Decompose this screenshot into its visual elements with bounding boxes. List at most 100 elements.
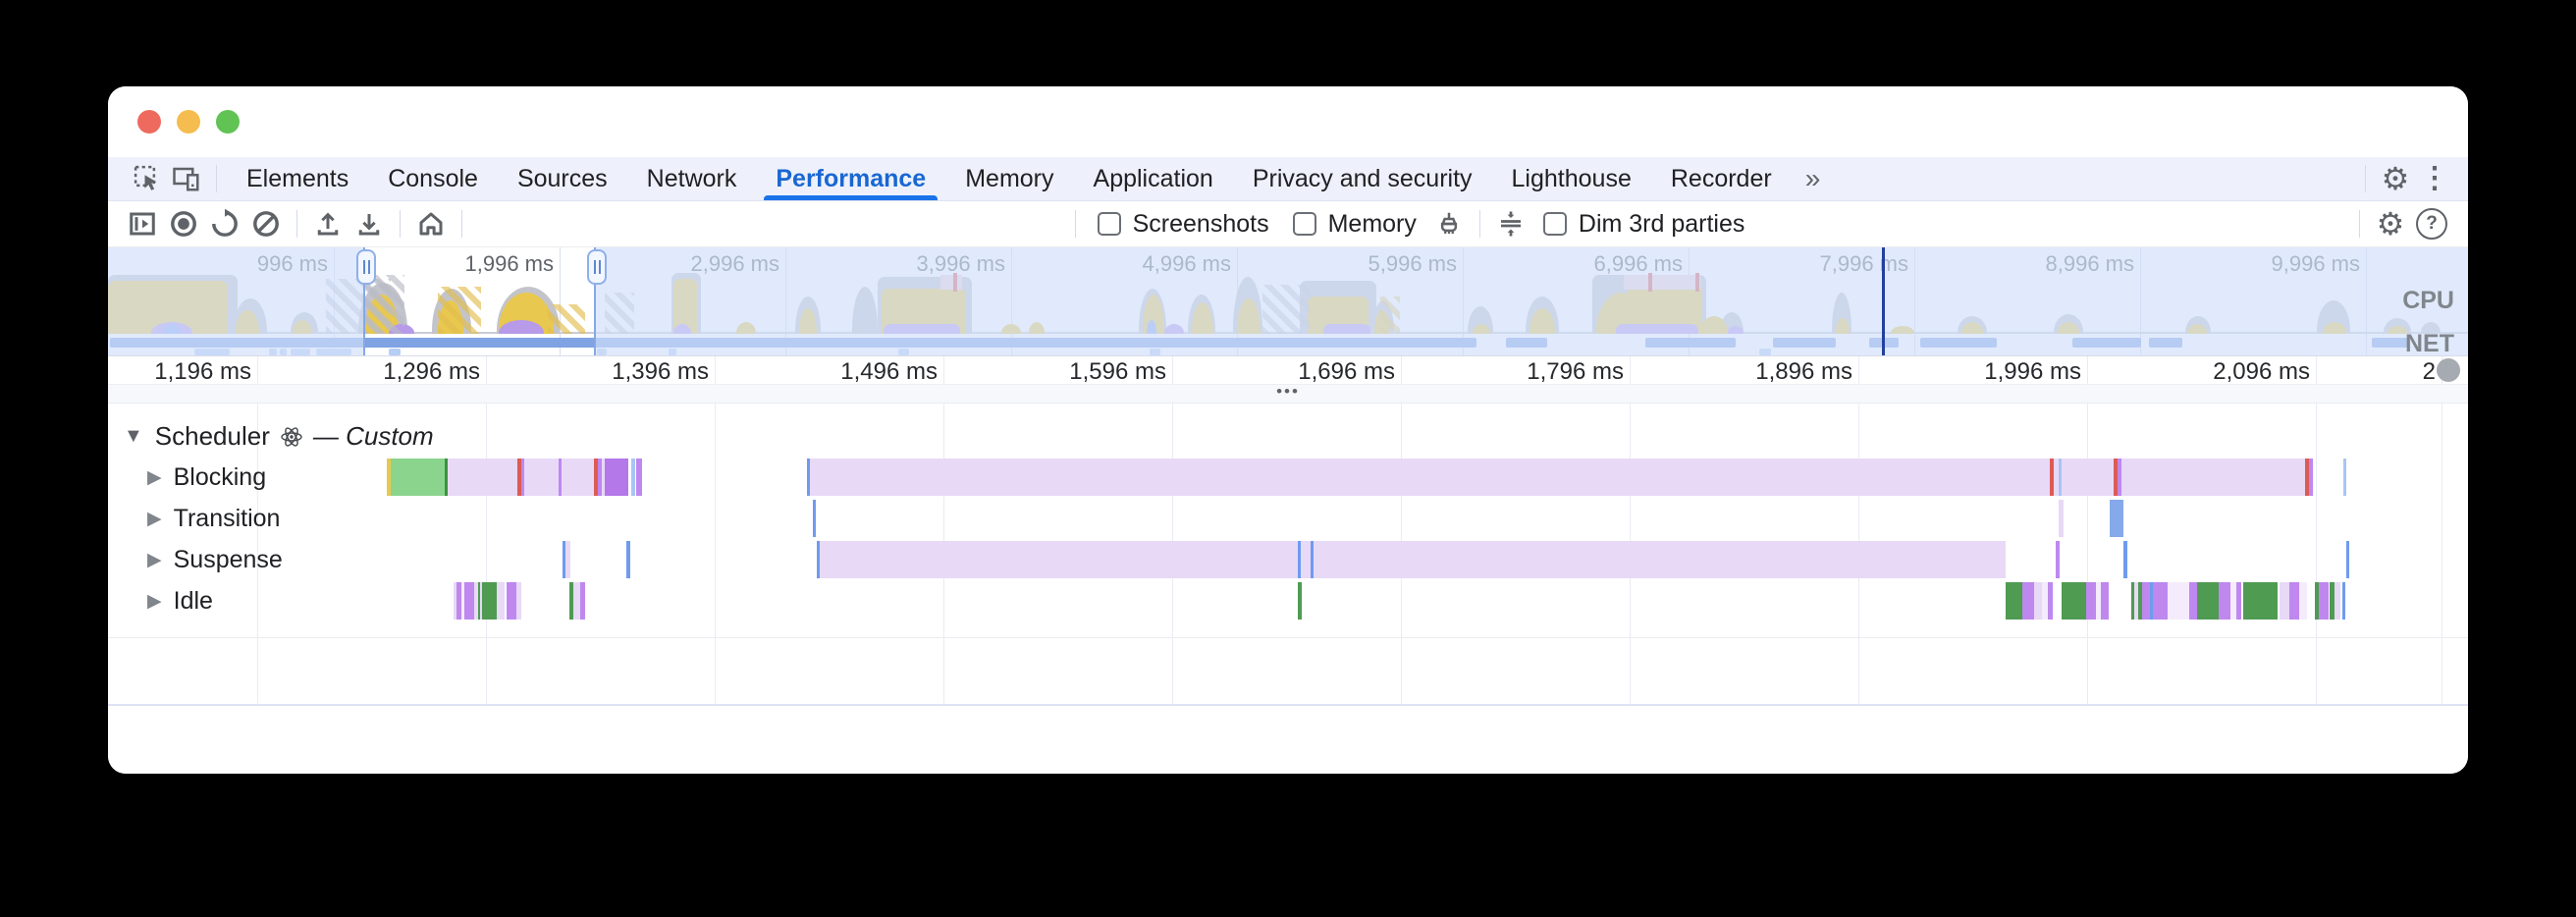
expand-triangle-icon[interactable]: ▶ [147,590,162,612]
flame-event[interactable] [456,582,461,620]
flame-event[interactable] [2118,458,2121,496]
playhead-marker[interactable] [1882,247,1885,355]
settings-gear-icon[interactable]: ⚙ [2381,161,2410,196]
upload-profile-icon[interactable] [307,204,349,243]
horizontal-scrollbar-thumb[interactable] [2437,358,2460,382]
collect-garbage-icon[interactable] [1428,204,1470,243]
flame-event[interactable] [2346,541,2349,578]
flame-event[interactable] [2315,582,2319,620]
flame-event[interactable] [2006,582,2022,620]
dim-3rd-parties-checkbox-group[interactable]: Dim 3rd parties [1542,210,1744,239]
flame-event[interactable] [521,458,524,496]
flame-event[interactable] [2056,541,2060,578]
flame-event[interactable] [482,582,497,620]
window-left-handle[interactable] [356,247,376,355]
flame-event[interactable] [2189,582,2197,620]
flame-event[interactable] [517,458,521,496]
toggle-sidebar-icon[interactable] [122,204,163,243]
row-label-idle[interactable]: ▶ Idle [147,580,213,621]
flame-event[interactable] [2034,582,2042,620]
flame-event[interactable] [387,458,391,496]
flame-event[interactable] [820,541,1298,578]
flame-event[interactable] [2086,582,2096,620]
flame-event[interactable] [2153,582,2168,620]
flame-event[interactable] [454,582,456,620]
clear-icon[interactable] [245,204,287,243]
flame-event[interactable] [1301,541,1311,578]
tab-recorder[interactable]: Recorder [1670,164,1772,192]
record-and-reload-icon[interactable] [204,204,245,243]
device-toolbar-icon[interactable] [167,161,206,196]
memory-checkbox[interactable] [1292,212,1316,236]
minimize-window-button[interactable] [177,110,200,134]
flame-event[interactable] [516,582,521,620]
flame-chart-area[interactable]: ▼ Scheduler — Custom ▶ Blocking ▶ Transi… [108,404,2468,774]
screenshots-checkbox[interactable] [1097,212,1121,236]
home-live-metrics-icon[interactable] [410,204,452,243]
expand-triangle-icon[interactable]: ▶ [147,549,162,570]
flame-event[interactable] [559,458,562,496]
row-label-blocking[interactable]: ▶ Blocking [147,457,266,498]
tab-privacy-and-security[interactable]: Privacy and security [1252,164,1473,192]
flame-event[interactable] [2096,582,2101,620]
flame-event[interactable] [2309,458,2313,496]
expand-triangle-icon[interactable]: ▶ [147,508,162,529]
flame-event[interactable] [2050,458,2054,496]
tab-console[interactable]: Console [388,164,478,192]
expand-triangle-icon[interactable]: ▶ [147,466,162,488]
row-label-transition[interactable]: ▶ Transition [147,498,280,539]
screenshots-checkbox-group[interactable]: Screenshots [1097,210,1269,239]
capture-settings-gear-icon[interactable]: ⚙ [2376,206,2405,242]
tab-performance[interactable]: Performance [756,157,945,200]
flame-event[interactable] [497,582,505,620]
tab-sources[interactable]: Sources [516,164,608,192]
flame-event[interactable] [464,582,474,620]
row-label-suspense[interactable]: ▶ Suspense [147,539,283,580]
flame-event[interactable] [2150,582,2153,620]
flame-event[interactable] [2280,582,2289,620]
flame-event[interactable] [2134,582,2138,620]
flame-event[interactable] [636,458,642,496]
flame-event[interactable] [2319,582,2329,620]
flame-event[interactable] [478,582,480,620]
flame-event[interactable] [2219,582,2230,620]
flame-event[interactable] [1298,541,1301,578]
flame-event[interactable] [605,458,628,496]
flame-event[interactable] [2110,500,2123,537]
flame-event[interactable] [2062,582,2086,620]
flame-event[interactable] [2062,458,2114,496]
dim-3rd-parties-checkbox[interactable] [1542,212,1567,236]
collapse-timeline-icon[interactable] [1490,204,1531,243]
flame-event[interactable] [810,458,2050,496]
flame-event[interactable] [2054,458,2059,496]
flame-event[interactable] [2022,582,2034,620]
window-right-handle[interactable] [587,247,607,355]
flame-event[interactable] [562,458,594,496]
right-grip-icon[interactable] [587,249,607,285]
help-icon[interactable]: ? [2411,204,2452,243]
flame-event[interactable] [2334,582,2340,620]
flame-event[interactable] [2142,582,2150,620]
flame-event[interactable] [569,582,573,620]
flame-event[interactable] [2197,582,2219,620]
flame-event[interactable] [448,458,517,496]
flame-event[interactable] [2343,458,2346,496]
flame-event[interactable] [2131,582,2134,620]
flame-event[interactable] [2101,582,2109,620]
flame-event[interactable] [2059,458,2062,496]
memory-checkbox-group[interactable]: Memory [1292,210,1417,239]
flame-event[interactable] [2299,582,2307,620]
record-icon[interactable] [163,204,204,243]
flame-event[interactable] [2230,582,2236,620]
collapse-triangle-icon[interactable]: ▼ [124,425,143,447]
flame-event[interactable] [1298,582,1302,620]
tab-elements[interactable]: Elements [246,164,349,192]
zoom-window-button[interactable] [216,110,240,134]
tab-network[interactable]: Network [646,164,737,192]
flame-event[interactable] [2121,458,2305,496]
flame-event[interactable] [813,500,816,537]
flame-event[interactable] [598,458,602,496]
flame-event[interactable] [391,458,445,496]
flame-event[interactable] [2059,500,2064,537]
